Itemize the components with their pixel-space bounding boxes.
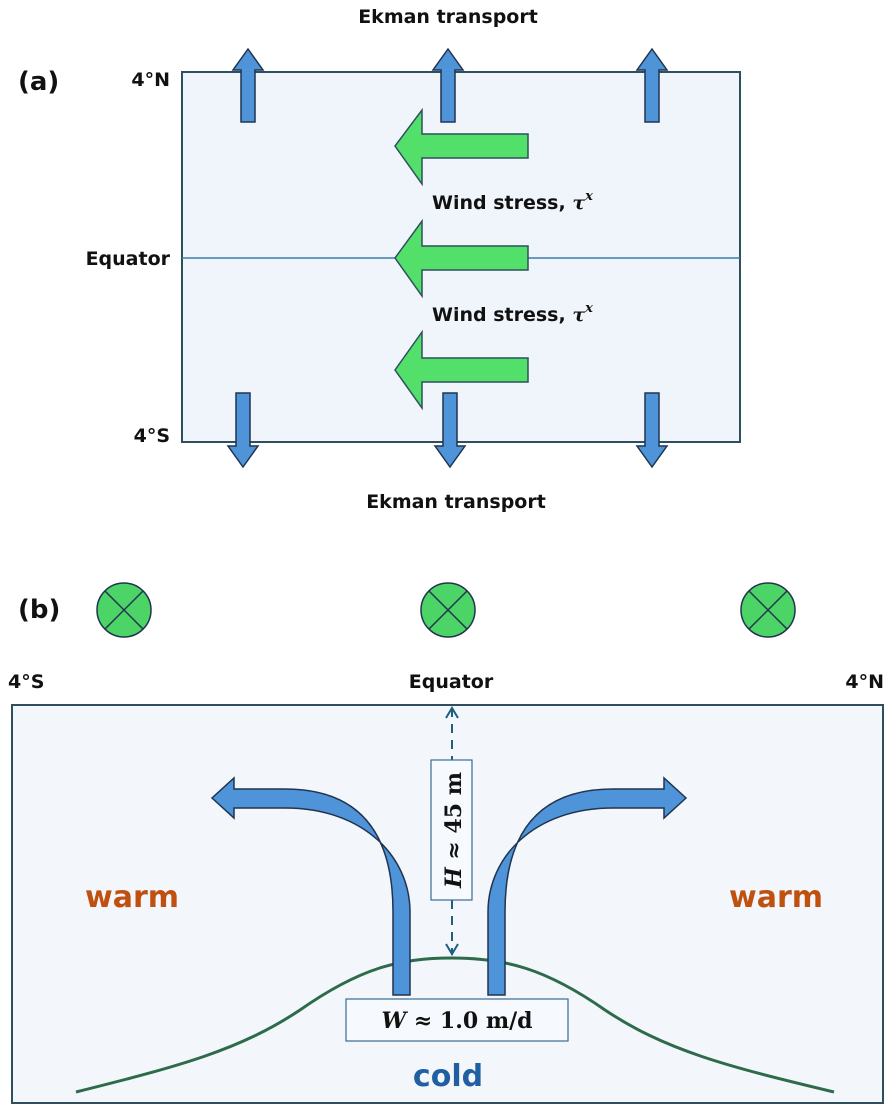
lat-4s-label-b: 4°S: [8, 671, 44, 693]
ekman-transport-top-label: Ekman transport: [358, 6, 538, 28]
upwelling-rate-box: [345, 998, 569, 1042]
ekman-arrow-up-icon: [635, 47, 669, 123]
warm-label-left: warm: [85, 880, 179, 915]
ekman-arrow-down-icon: [226, 392, 260, 469]
wind-into-page-icon: [96, 582, 152, 638]
wind-into-page-icon: [740, 582, 796, 638]
wind-arrow-left-icon: [394, 329, 529, 411]
depth-dimension-arrow: [445, 706, 459, 956]
ekman-transport-bottom-label: Ekman transport: [366, 491, 546, 513]
wind-arrow-left-icon: [394, 107, 529, 187]
panel-b: (b) 4°S Equator 4°N: [8, 582, 884, 1104]
ekman-transport-arrows-north: [231, 47, 669, 123]
lat-4n-label: 4°N: [131, 69, 170, 91]
upwelling-rate-label: W ≈ 1.0 m/d: [381, 1008, 532, 1034]
wind-into-page-symbols: [96, 582, 796, 638]
warm-label-right: warm: [729, 880, 823, 915]
lat-4n-label-b: 4°N: [845, 671, 884, 693]
lat-equator-label-b: Equator: [409, 671, 494, 693]
lat-4s-label: 4°S: [134, 425, 170, 447]
lat-equator-label: Equator: [86, 248, 171, 270]
wind-stress-label-upper: Wind stress, τx: [432, 189, 593, 214]
cold-label: cold: [413, 1059, 483, 1094]
upwelling-arrow-left-icon: [210, 776, 411, 996]
wind-arrow-left-icon: [394, 218, 529, 299]
ekman-arrow-down-icon: [433, 392, 467, 469]
panel-b-label: (b): [18, 595, 60, 625]
wind-stress-label-lower: Wind stress, τx: [432, 301, 593, 326]
upwelling-arrow-right-icon: [487, 776, 688, 996]
wind-stress-arrows: [394, 107, 529, 411]
panel-a: (a) Ekman transport 4°N Equator 4°S Wind…: [18, 6, 741, 513]
ekman-transport-arrows-south: [226, 392, 669, 469]
ekman-arrow-down-icon: [635, 392, 669, 469]
wind-into-page-icon: [420, 582, 476, 638]
ekman-arrow-up-icon: [431, 47, 465, 123]
thermocline-curve: [75, 956, 835, 1094]
ekman-arrow-up-icon: [231, 47, 265, 123]
depth-label-box: [430, 759, 473, 901]
depth-label: H ≈ 45 m: [441, 772, 467, 889]
panel-a-label: (a): [18, 67, 59, 97]
